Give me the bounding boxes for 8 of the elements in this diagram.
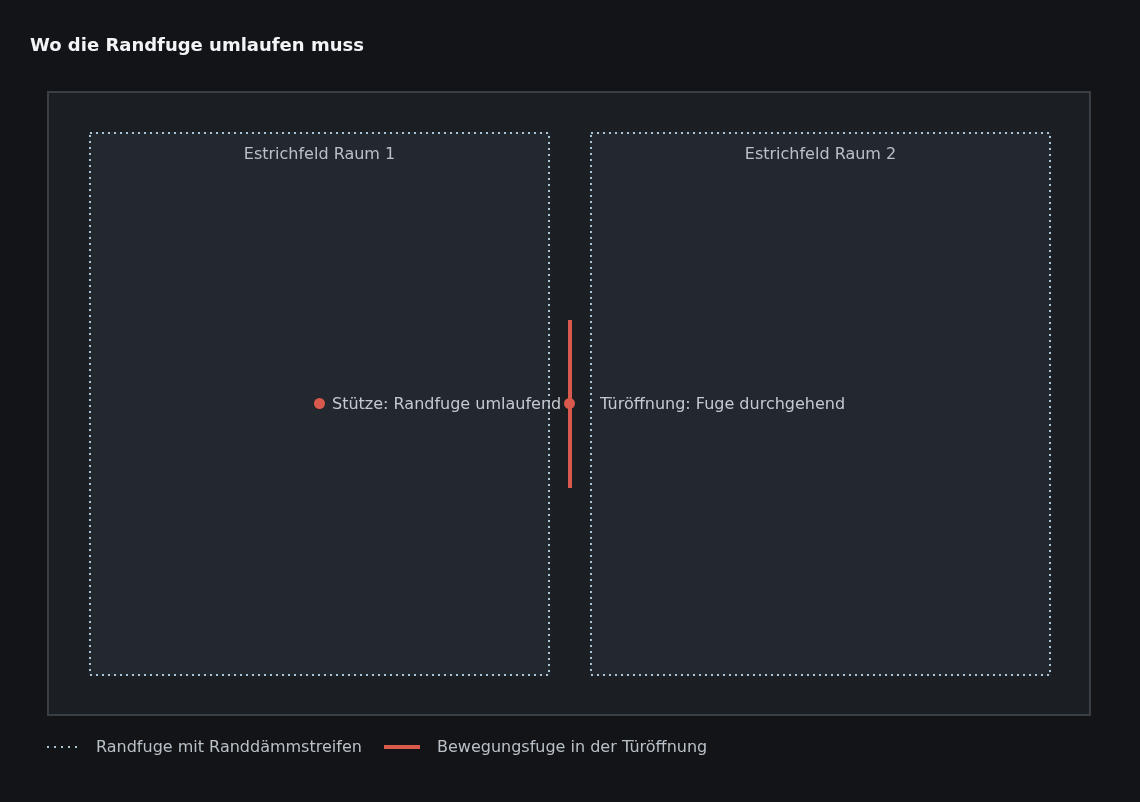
diagram-title: Wo die Randfuge umlaufen muss: [30, 34, 364, 55]
point-label: Stütze: Randfuge umlaufend: [332, 394, 562, 413]
point-label: Türöffnung: Fuge durchgehend: [600, 394, 846, 413]
legend-label: Bewegungsfuge in der Türöffnung: [437, 737, 708, 756]
field-label: Estrichfeld Raum 2: [743, 144, 898, 163]
field-label: Estrichfeld Raum 1: [242, 144, 397, 163]
screed-field: [590, 132, 1051, 676]
legend-label: Randfuge mit Randdämmstreifen: [96, 737, 362, 756]
